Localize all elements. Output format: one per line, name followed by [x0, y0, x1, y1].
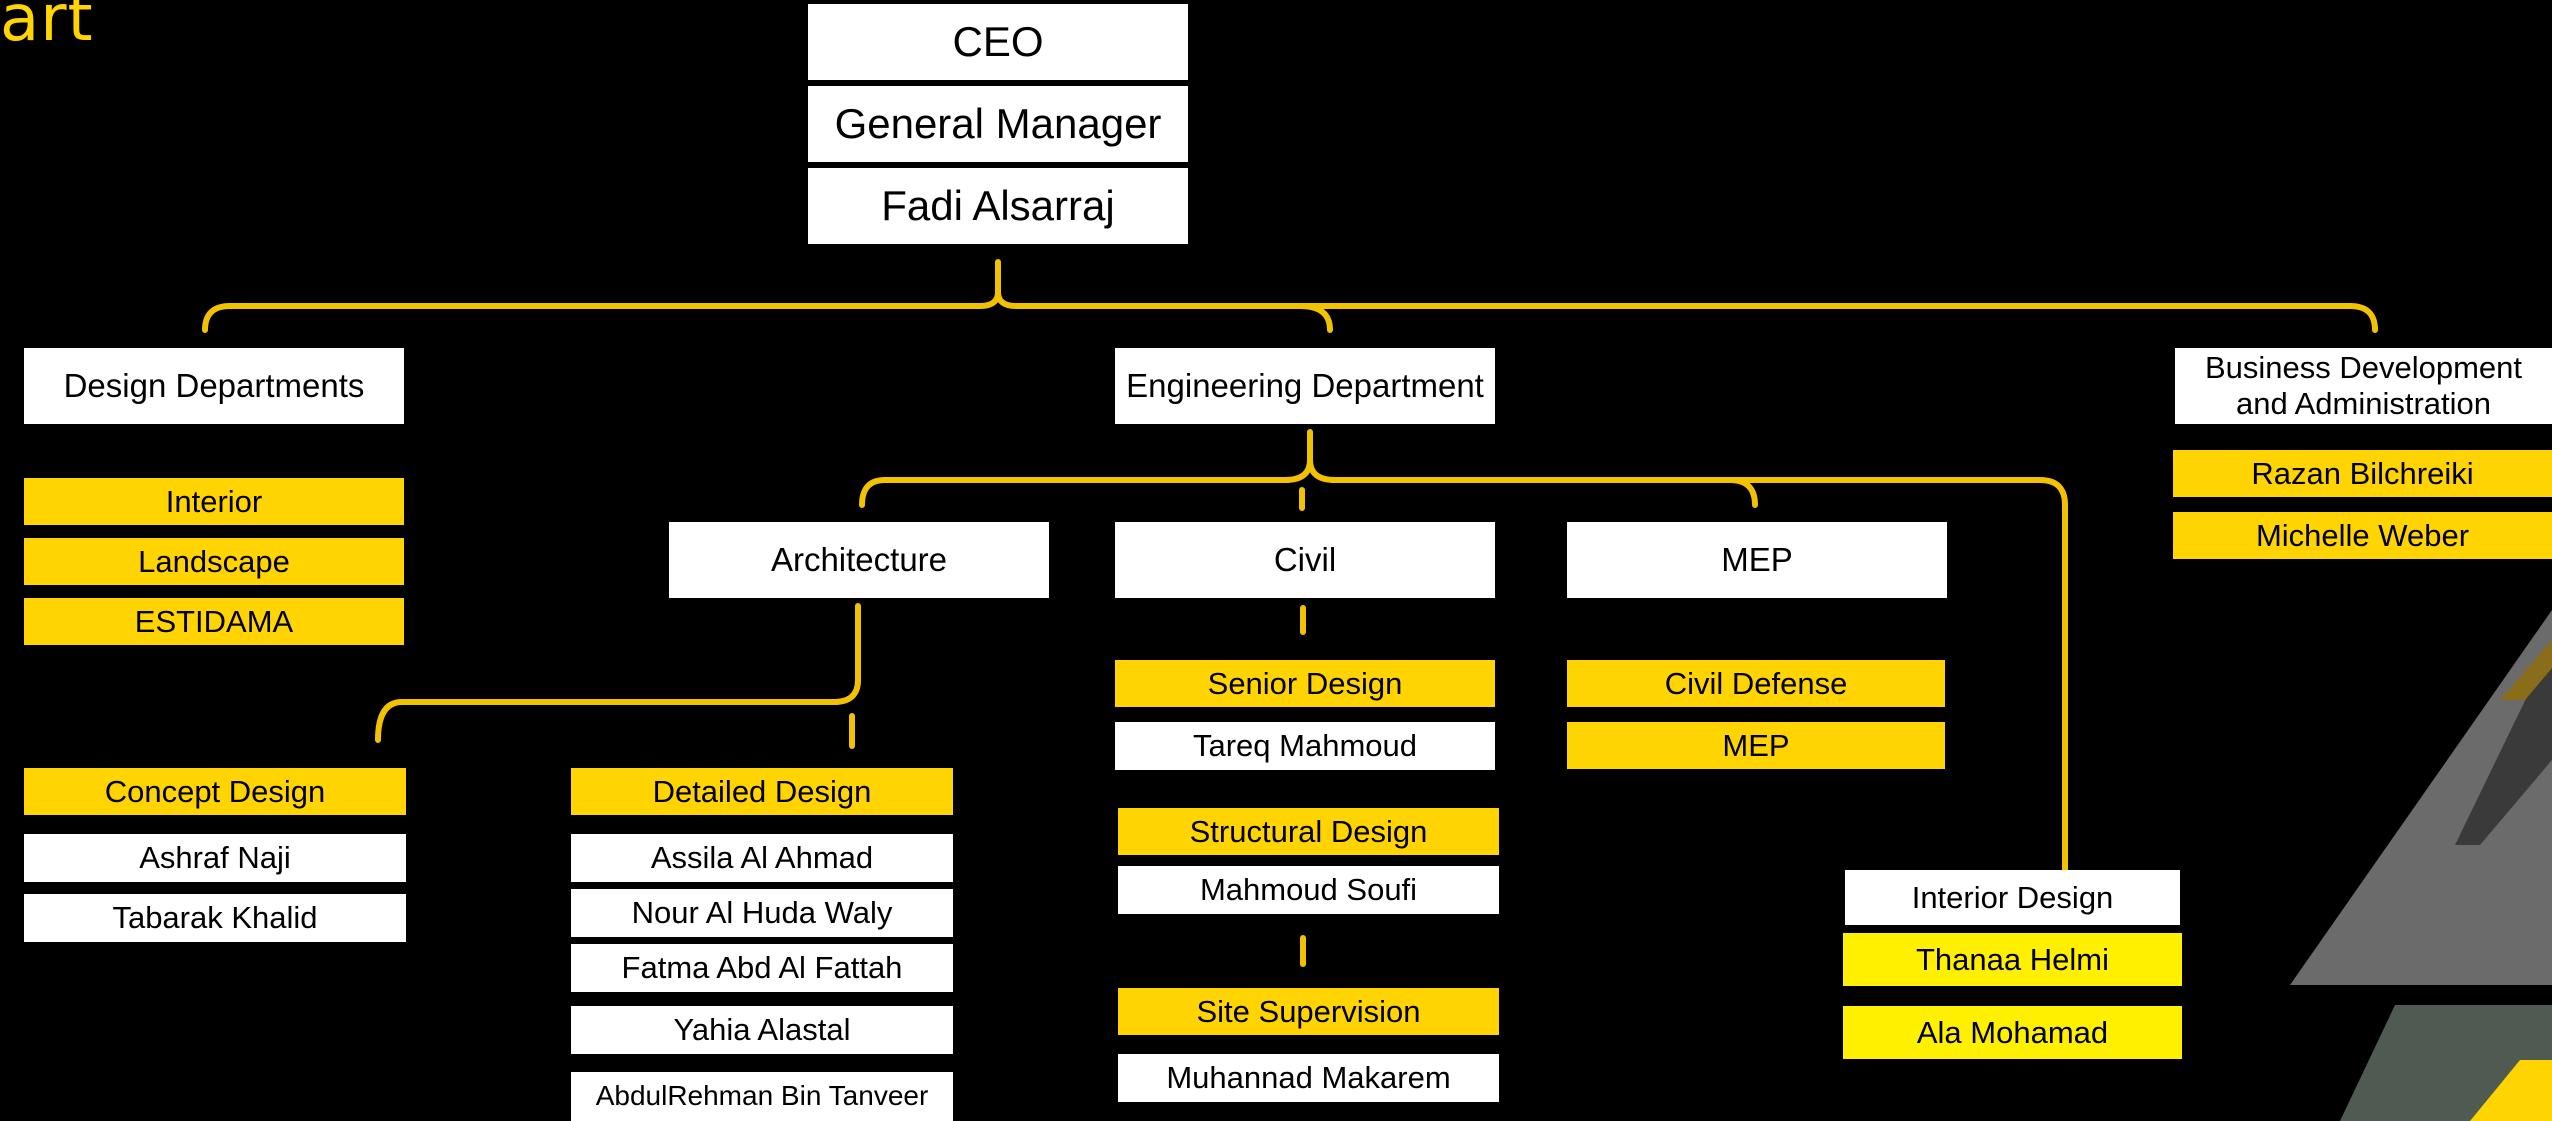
interior-design-box: Interior Design — [1845, 870, 2180, 925]
detailed-design-box: Detailed Design — [571, 768, 953, 815]
arch-line-concept — [375, 603, 861, 743]
detailed-person: Assila Al Ahmad — [571, 834, 953, 882]
ceo-box: CEO — [808, 4, 1188, 80]
general-manager-box: General Manager — [808, 86, 1188, 162]
civil-person: Muhannad Makarem — [1118, 1054, 1499, 1102]
eng-brace-left — [859, 429, 1313, 508]
detailed-person: AbdulRehman Bin Tanveer — [571, 1072, 953, 1121]
civil-person: Mahmoud Soufi — [1118, 866, 1499, 914]
site-supervision-box: Site Supervision — [1118, 988, 1499, 1035]
line-interior-design — [1657, 477, 2068, 873]
gm-name-box: Fadi Alsarraj — [808, 168, 1188, 244]
business-person: Michelle Weber — [2173, 512, 2552, 559]
interior-person: Thanaa Helmi — [1843, 933, 2182, 986]
deco-gold-sliver — [2500, 640, 2552, 700]
brace-engineering — [1297, 303, 1333, 333]
design-item: Interior — [24, 478, 404, 525]
business-development-box: Business Development and Administration — [2175, 348, 2552, 424]
interior-person: Ala Mohamad — [1843, 1006, 2182, 1059]
architecture-box: Architecture — [669, 522, 1049, 598]
business-person: Razan Bilchreiki — [2173, 450, 2552, 497]
brace-left — [202, 259, 1001, 333]
detailed-person: Fatma Abd Al Fattah — [571, 944, 953, 992]
concept-person: Ashraf Naji — [24, 834, 406, 882]
page-title-fragment: art — [0, 0, 94, 56]
senior-design-box: Senior Design — [1115, 660, 1495, 707]
concept-design-box: Concept Design — [24, 768, 406, 815]
brace-right — [995, 289, 2378, 333]
mep-item: MEP — [1567, 722, 1945, 769]
mep-box: MEP — [1567, 522, 1947, 598]
deco-yellow-shape — [2470, 1060, 2552, 1121]
design-item: ESTIDAMA — [24, 598, 404, 645]
design-item: Landscape — [24, 538, 404, 585]
design-departments-box: Design Departments — [24, 348, 404, 424]
detailed-person: Nour Al Huda Waly — [571, 889, 953, 937]
civil-box: Civil — [1115, 522, 1495, 598]
deco-grey-shape — [2290, 610, 2552, 985]
detailed-person: Yahia Alastal — [571, 1006, 953, 1054]
civil-person: Tareq Mahmoud — [1115, 722, 1495, 770]
mep-item: Civil Defense — [1567, 660, 1945, 707]
structural-design-box: Structural Design — [1118, 808, 1499, 855]
eng-brace-right — [1307, 457, 1758, 508]
engineering-department-box: Engineering Department — [1115, 348, 1495, 424]
concept-person: Tabarak Khalid — [24, 894, 406, 942]
